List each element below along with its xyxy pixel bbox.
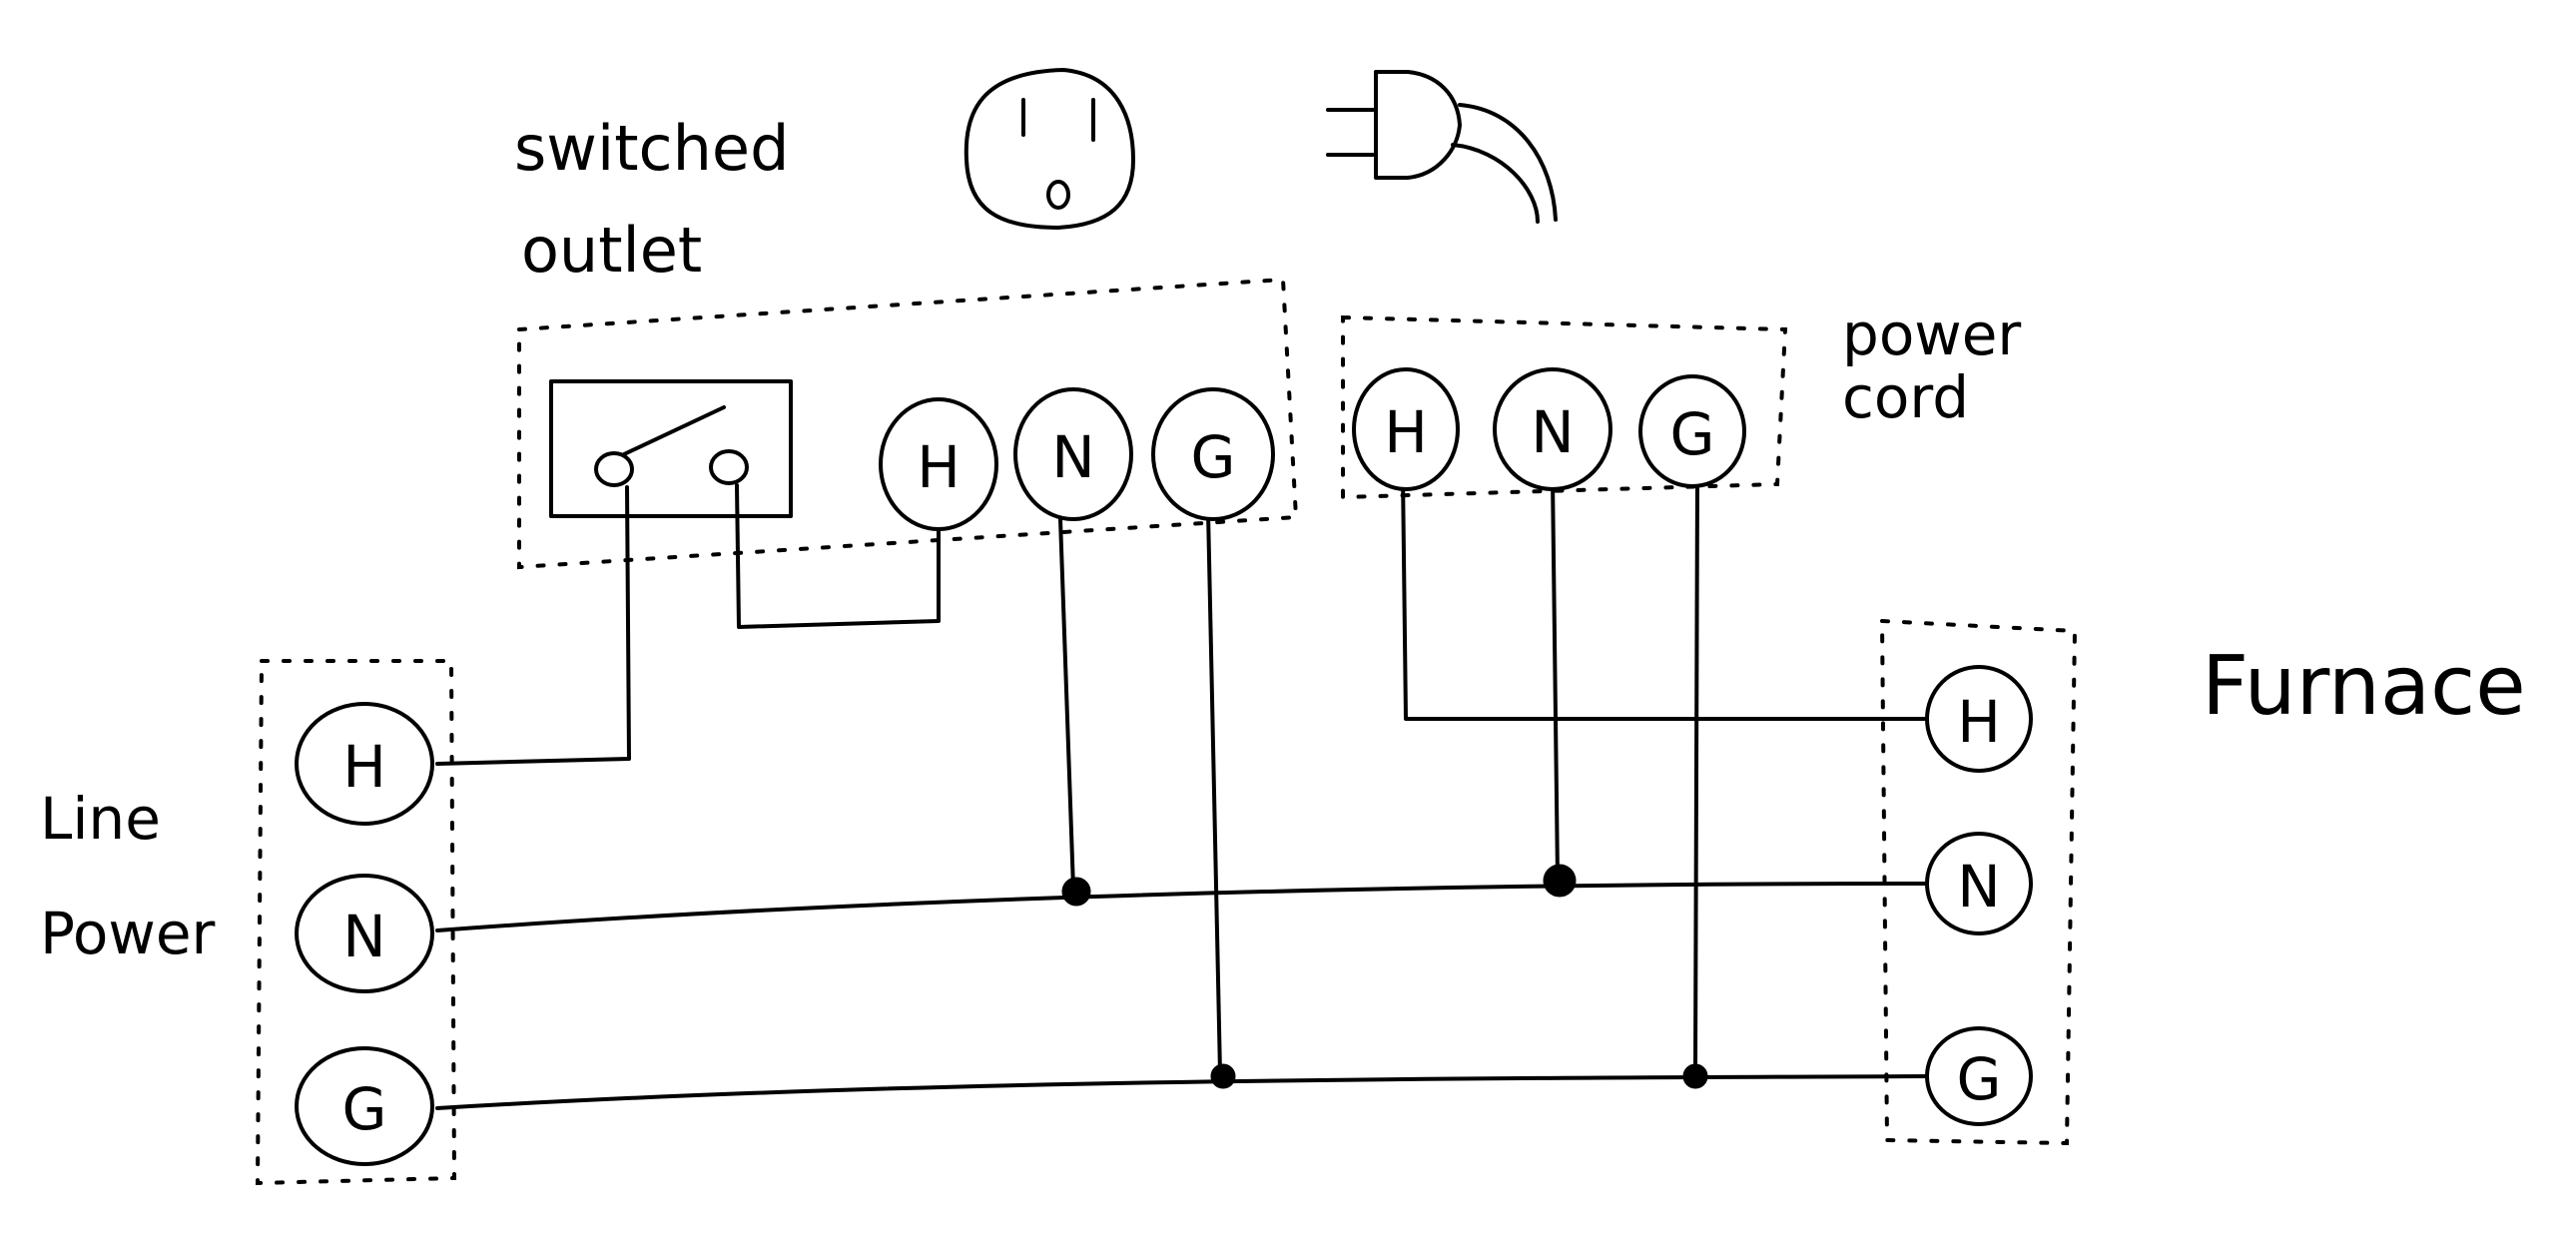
furnace-box: [1879, 618, 2078, 1146]
cord-ground-terminal-label: G: [1670, 400, 1715, 468]
wire-ground-bus: [435, 1074, 1934, 1110]
switched-outlet-box: [517, 277, 1299, 570]
wires: [435, 472, 1934, 1110]
outlet-hot-terminal: H: [879, 397, 998, 531]
outlet-hot-terminal-label: H: [917, 433, 961, 501]
furnace-neutral-terminal: N: [1925, 832, 2033, 935]
ground-splice-cord: [1682, 1063, 1708, 1089]
switched-outlet-label-line1: switched: [514, 112, 789, 185]
wire-outlet-ground: [1206, 509, 1222, 1075]
wire-line-hot-to-switch: [435, 485, 631, 766]
furnace-ground-terminal: G: [1925, 1026, 2033, 1126]
neutral-splice-cord: [1543, 864, 1577, 898]
power-cord-box: [1341, 314, 1788, 500]
switch-icon: [549, 379, 793, 518]
power-cord-label-line1: power: [1842, 301, 2021, 368]
furnace-ground-terminal-label: G: [1957, 1045, 2002, 1113]
cord-ground-terminal: G: [1638, 374, 1746, 488]
wire-outlet-neutral: [1058, 517, 1075, 891]
switched-outlet-label-line2: outlet: [521, 214, 702, 287]
wire-cord-ground: [1693, 475, 1699, 1075]
wire-cord-neutral: [1551, 475, 1560, 881]
line-power-box: [255, 659, 457, 1186]
outlet-neutral-terminal-label: N: [1051, 423, 1094, 491]
ground-splice-outlet: [1210, 1063, 1236, 1089]
furnace-hot-terminal: H: [1925, 665, 2033, 773]
outlet-neutral-terminal: N: [1013, 387, 1133, 521]
outlet-receptacle-icon: [964, 68, 1135, 230]
line-neutral-terminal: N: [295, 874, 434, 993]
wire-neutral-bus: [435, 882, 1934, 932]
line-neutral-terminal-label: N: [342, 903, 385, 970]
cord-neutral-terminal: N: [1493, 367, 1612, 491]
wire-switch-to-outlet-hot: [735, 483, 941, 629]
cord-hot-terminal-label: H: [1384, 398, 1428, 466]
plug-icon: [1326, 70, 1558, 224]
cord-hot-terminal: H: [1352, 367, 1460, 491]
outlet-ground-terminal-label: G: [1191, 423, 1236, 491]
wire-cord-hot-to-furnace: [1401, 472, 1934, 721]
furnace-neutral-terminal-label: N: [1957, 853, 2000, 921]
furnace-hot-terminal-label: H: [1957, 688, 2001, 756]
outlet-ground-terminal: G: [1151, 387, 1275, 521]
line-hot-terminal: H: [295, 702, 434, 826]
line-power-label-line2: Power: [40, 900, 216, 967]
line-ground-terminal-label: G: [342, 1075, 387, 1143]
power-cord-label-line2: cord: [1842, 363, 1969, 431]
cord-neutral-terminal-label: N: [1531, 398, 1574, 466]
line-power-label-line1: Line: [40, 785, 161, 853]
furnace-label: Furnace: [2202, 639, 2526, 734]
line-hot-terminal-label: H: [342, 733, 386, 801]
line-ground-terminal: G: [295, 1046, 434, 1166]
neutral-splice-outlet: [1061, 877, 1091, 907]
